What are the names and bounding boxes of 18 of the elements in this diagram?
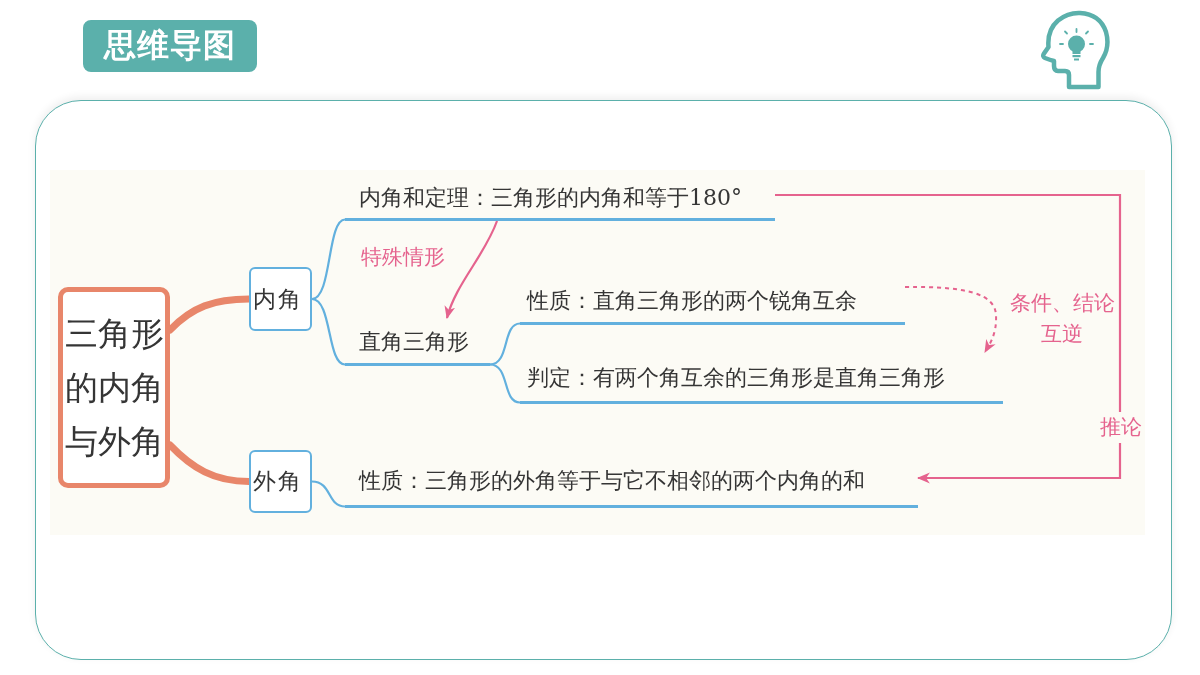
title-badge: 思维导图 bbox=[83, 20, 257, 72]
branch-line bbox=[489, 363, 521, 404]
branch-line bbox=[311, 480, 346, 508]
arrow bbox=[775, 193, 1122, 484]
branch-line bbox=[489, 322, 521, 366]
branch-line bbox=[311, 297, 346, 366]
central-topic-box: 三角形的内角与外角 bbox=[58, 287, 170, 488]
dashed-arrow bbox=[904, 285, 998, 353]
branch-text: 判定：有两个角互余的三角形是直角三角形 bbox=[520, 352, 1003, 404]
branch-text: 性质：三角形的外角等于与它不相邻的两个内角的和 bbox=[345, 455, 918, 508]
edge-label: 推论 bbox=[1097, 412, 1145, 443]
branch-text: 直角三角形 bbox=[345, 318, 490, 366]
arrow bbox=[445, 220, 499, 320]
branch-text: 内角和定理：三角形的内角和等于180° bbox=[345, 176, 775, 221]
branch-line bbox=[311, 218, 346, 301]
topic-box: 内角 bbox=[249, 267, 312, 331]
branch-text: 性质：直角三角形的两个锐角互余 bbox=[520, 278, 905, 325]
topic-box: 外角 bbox=[249, 450, 312, 513]
